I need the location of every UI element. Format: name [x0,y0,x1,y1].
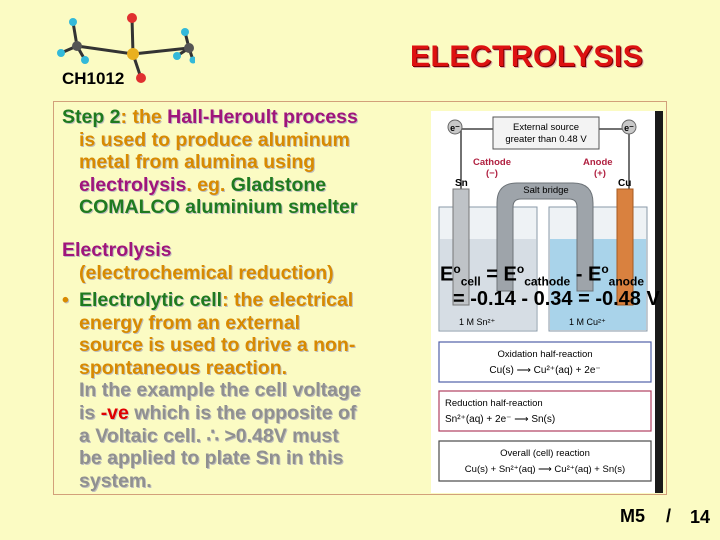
content-box [53,101,667,495]
electron-left-label: e⁻ [450,123,460,133]
cu-label: Cu [618,178,631,189]
bullet-line4: spontaneous reaction. [79,356,288,379]
anode-label: Anode [583,157,613,168]
step2-label: Step 2 [62,106,121,128]
eq-minus: - E [570,263,602,286]
bullet-term: Electrolytic cell [79,289,223,311]
overall-title: Overall (cell) reaction [500,448,590,459]
bullet-line6-pre: is [79,401,101,424]
step2-paragraph: Step 2: the Hall-Heroult process is used… [62,106,358,219]
eq-equals: = E [480,263,517,286]
negative-highlight: -ve [100,401,129,424]
electrolytic-cell-bullet: • Electrolytic cell: the electrical ener… [62,289,361,492]
sn-label: Sn [455,178,468,189]
electron-right-icon [621,119,637,135]
electron-left-icon [447,119,463,135]
cell-potential-equation: Eocell = Eocathode - Eoanode [440,262,644,289]
step2-line3: metal from alumina using [79,151,316,174]
salt-bridge-label: Salt bridge [523,185,568,196]
bullet-line1: the electrical [228,289,354,311]
overall-equation: Cu(s) + Sn²⁺(aq) ⟶ Cu²⁺(aq) + Sn(s) [465,464,625,475]
eq-anode-sub: anode [608,274,645,289]
right-solution-label: 1 M Cu²⁺ [569,317,606,327]
external-source-box [492,116,600,150]
bullet-line2: energy from an external [79,311,301,334]
diagram-right-edge [655,111,663,493]
eq-cell-sub: cell [460,274,481,289]
step2-colon: : [120,106,128,128]
module-label: M5 [620,506,646,526]
overall-box [438,440,652,482]
eq-cathode-sub: cathode [524,274,571,289]
process-name: Hall-Heroult process [167,106,358,128]
electrolytic-cell-diagram: e⁻ e⁻ External source greater than 0.48 … [431,111,663,493]
eg-text: . eg. [186,173,231,196]
oxidation-box [438,341,652,383]
course-code: CH1012 [62,69,125,88]
bullet-line6-post: which is the opposite of [128,401,357,424]
comalco-text: COMALCO aluminium smelter [79,196,358,219]
anode-sign: (+) [594,168,606,179]
gladstone-text: Gladstone [230,173,327,196]
external-source-label: External source [513,122,579,133]
page-number: 14 [690,507,711,527]
cell-potential-value: = -0.14 - 0.34 = -0.48 V [453,288,660,310]
bullet-line9: system. [79,469,152,492]
slide-title: ELECTROLYSIS [410,40,644,73]
electrolysis-word: electrolysis [79,173,187,196]
eq-e: E [440,263,454,286]
eq-degree-3: o [601,262,609,276]
oxidation-title: Oxidation half-reaction [497,349,592,360]
bullet-marker: • [62,289,69,311]
electrolysis-heading: Electrolysis [62,239,172,261]
left-solution-label: 1 M Sn²⁺ [459,317,496,327]
bullet-line3: source is used to drive a non- [79,334,356,357]
bullet-line5: In the example the cell voltage [79,379,361,402]
bullet-colon: : [222,289,229,311]
eq-degree-2: o [516,262,525,276]
salt-bridge-icon [496,182,594,292]
reduction-title: Reduction half-reaction [445,398,543,409]
sn-electrode [452,188,470,306]
molecule-logo-icon [57,13,195,83]
electron-right-label: e⁻ [624,123,634,133]
step2-line2: is used to produce aluminum [79,128,350,151]
oxidation-equation: Cu(s) ⟶ Cu²⁺(aq) + 2e⁻ [489,365,600,376]
bullet-line7: a Voltaic cell. ∴ >0.48V must [79,424,339,447]
reduction-equation: Sn²⁺(aq) + 2e⁻ ⟶ Sn(s) [445,414,555,425]
step2-the: the [127,106,168,128]
external-source-voltage: greater than 0.48 V [505,134,587,145]
cathode-sign: (−) [486,168,498,179]
electrolysis-subheading: (electrochemical reduction) [79,261,334,284]
reduction-box [438,390,652,432]
eq-degree-1: o [453,262,461,276]
electrolysis-block: Electrolysis (electrochemical reduction) [62,239,334,284]
cu-electrode [616,188,634,306]
bullet-line8: be applied to plate Sn in this [79,447,344,470]
cathode-label: Cathode [473,157,511,168]
footer-slash: / [666,506,672,526]
